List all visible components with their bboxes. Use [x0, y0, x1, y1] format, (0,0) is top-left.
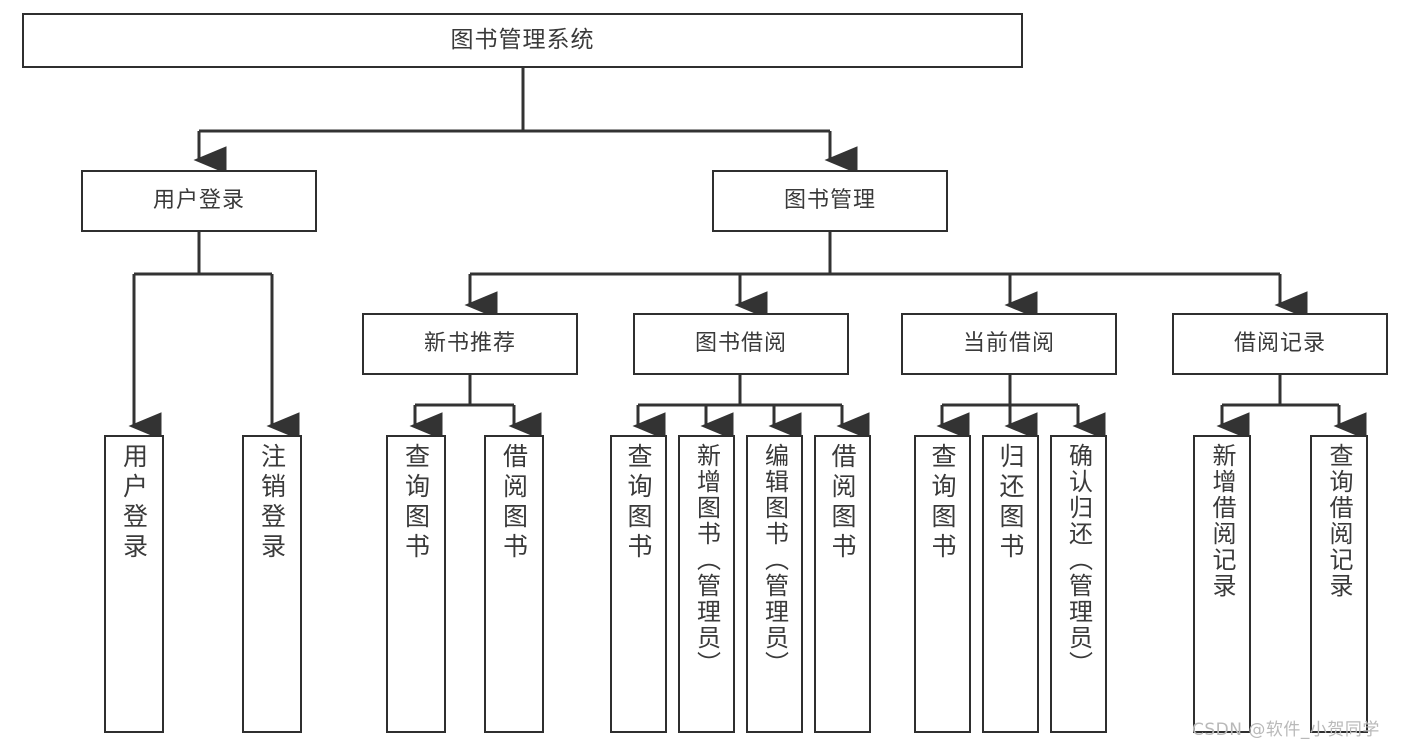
- node-leaf-add-borrow-record[interactable]: 新增借阅记录: [1193, 435, 1251, 733]
- node-label: 新增图书（管理员）: [692, 443, 721, 677]
- node-user-login[interactable]: 用户登录: [81, 170, 317, 232]
- node-book-management[interactable]: 图书管理: [712, 170, 948, 232]
- node-label: 借阅图书: [828, 443, 857, 563]
- node-label: 新增借阅记录: [1208, 443, 1236, 599]
- node-label: 用户登录: [119, 443, 149, 563]
- node-label: 确认归还（管理员）: [1064, 443, 1093, 677]
- node-label: 用户登录: [152, 188, 245, 214]
- node-leaf-query-borrow-record[interactable]: 查询借阅记录: [1310, 435, 1368, 733]
- node-label: 查询图书: [401, 443, 431, 563]
- node-leaf-query-book-current[interactable]: 查询图书: [914, 435, 971, 733]
- node-leaf-query-book-recommend[interactable]: 查询图书: [386, 435, 446, 733]
- node-label: 查询图书: [624, 443, 653, 563]
- node-label: 图书借阅: [694, 331, 787, 357]
- node-current-borrow[interactable]: 当前借阅: [901, 313, 1117, 375]
- node-label: 查询图书: [928, 443, 957, 563]
- node-leaf-add-book-admin[interactable]: 新增图书（管理员）: [678, 435, 735, 733]
- node-label: 借阅图书: [499, 443, 529, 563]
- node-label: 新书推荐: [423, 331, 516, 357]
- node-leaf-logout[interactable]: 注销登录: [242, 435, 302, 733]
- node-label: 当前借阅: [962, 331, 1055, 357]
- node-root-book-management-system[interactable]: 图书管理系统: [22, 13, 1023, 68]
- node-leaf-confirm-return-admin[interactable]: 确认归还（管理员）: [1050, 435, 1107, 733]
- node-borrow-record[interactable]: 借阅记录: [1172, 313, 1388, 375]
- node-leaf-borrow-book[interactable]: 借阅图书: [814, 435, 871, 733]
- node-label: 注销登录: [257, 443, 287, 563]
- node-label: 借阅记录: [1233, 331, 1326, 357]
- node-leaf-query-book-borrow[interactable]: 查询图书: [610, 435, 667, 733]
- node-leaf-user-login[interactable]: 用户登录: [104, 435, 164, 733]
- node-new-book-recommend[interactable]: 新书推荐: [362, 313, 578, 375]
- node-label: 图书管理: [783, 188, 876, 214]
- node-label: 归还图书: [996, 443, 1025, 563]
- watermark-csdn: CSDN @软件_小贺同学: [1192, 720, 1380, 740]
- node-leaf-edit-book-admin[interactable]: 编辑图书（管理员）: [746, 435, 803, 733]
- node-leaf-return-book[interactable]: 归还图书: [982, 435, 1039, 733]
- node-label: 编辑图书（管理员）: [760, 443, 789, 677]
- node-label: 查询借阅记录: [1325, 443, 1353, 599]
- node-book-borrow[interactable]: 图书借阅: [633, 313, 849, 375]
- node-leaf-borrow-book-recommend[interactable]: 借阅图书: [484, 435, 544, 733]
- node-label: 图书管理系统: [450, 26, 595, 53]
